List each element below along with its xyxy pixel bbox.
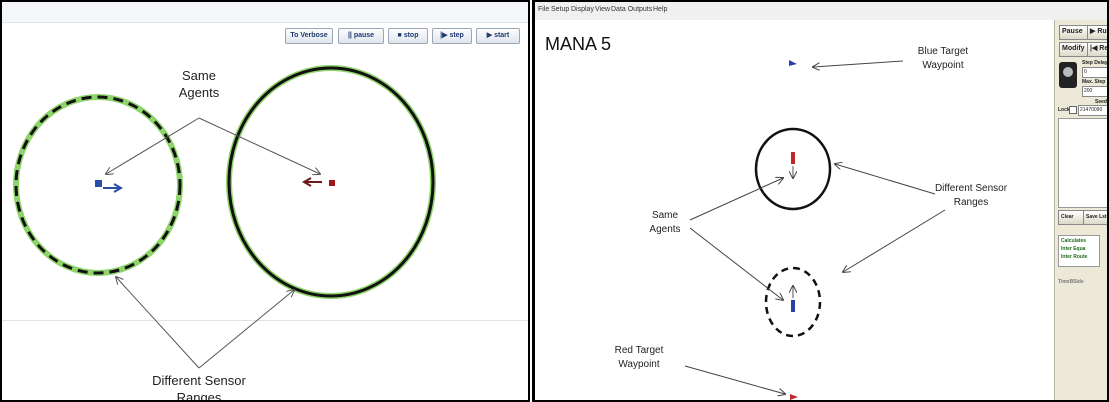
sensor-ranges-label-line1: Different Sensor — [152, 373, 246, 388]
dashed-sensor-range — [14, 95, 182, 275]
solid-sensor-range — [754, 127, 832, 211]
table-header: TimeBSide — [1058, 279, 1084, 285]
dashed-sensor-range — [764, 266, 822, 338]
red-agent-icon — [791, 152, 795, 164]
arrow-to-solid-range — [198, 290, 294, 369]
menu-help[interactable]: Help — [653, 6, 668, 13]
modify-button[interactable]: Modify — [1059, 42, 1089, 57]
right-canvas: Blue Target Waypoint Same Agents Differe… — [615, 46, 1008, 400]
control-panel: Pause ▶ Run Modify |◀ Reset Step Delay 0… — [1054, 20, 1108, 400]
save-list-button[interactable]: Save Lst — [1083, 210, 1107, 225]
arrow-to-red-agent — [198, 117, 320, 174]
menu-display[interactable]: Display — [571, 6, 594, 13]
step-button[interactable]: |▶ step — [432, 28, 472, 44]
blue-target-label-line2: Waypoint — [922, 60, 964, 71]
start-button[interactable]: ▶ start — [476, 28, 520, 44]
sensor-ranges-label-line2: Ranges — [177, 390, 222, 402]
same-agents-label-line1: Same — [652, 210, 679, 221]
menu-file[interactable]: File — [538, 6, 550, 13]
sensor-ranges-label-line2: Ranges — [954, 197, 988, 208]
arrow-to-dashed-range — [116, 277, 200, 369]
blue-target-waypoint-icon — [789, 60, 797, 66]
red-target-label-line1: Red Target — [615, 345, 664, 356]
option-inter-equa[interactable]: Inter Equa — [1061, 246, 1086, 252]
arrow-to-solid-range — [835, 164, 936, 195]
verbose-button[interactable]: To Verbose — [285, 28, 333, 44]
lock-label: Lock — [1058, 107, 1070, 113]
menu-bar: File Setup Display View Data Outputs Hel… — [535, 2, 1107, 20]
menu-setup[interactable]: Setup — [551, 6, 570, 13]
arrow-to-red-agent — [689, 178, 783, 221]
menu-view[interactable]: View — [595, 6, 611, 13]
arrow-to-blue-target — [813, 60, 904, 67]
pause-button[interactable]: || pause — [338, 28, 384, 44]
step-delay-label: Step Delay — [1082, 60, 1108, 66]
option-calculates[interactable]: Calculates — [1061, 238, 1087, 244]
clear-button[interactable]: Clear — [1058, 210, 1086, 225]
right-mana-view: File Setup Display View Data Outputs Hel… — [532, 0, 1109, 402]
blue-target-label-line1: Blue Target — [918, 46, 969, 57]
pause-button[interactable]: Pause — [1059, 25, 1089, 40]
arrow-to-blue-agent — [689, 227, 783, 300]
arrow-to-dashed-range — [843, 209, 946, 272]
blue-agent-icon — [95, 180, 124, 193]
lock-checkbox[interactable] — [1069, 106, 1077, 114]
max-steps-label: Max. Step — [1082, 79, 1106, 85]
same-agents-label-line1: Same — [182, 68, 216, 83]
top-band — [2, 2, 528, 23]
reset-button[interactable]: |◀ Reset — [1087, 42, 1107, 57]
step-delay-input[interactable]: 0 — [1082, 67, 1107, 78]
red-target-waypoint-icon — [790, 394, 798, 400]
left-canvas: Same Agents Different Sensor Ranges — [13, 65, 436, 402]
left-simulation-view: To Verbose || pause ■ stop |▶ step ▶ sta… — [0, 0, 530, 402]
solid-sensor-range — [227, 66, 435, 298]
option-inter-route[interactable]: Inter Route — [1061, 254, 1088, 260]
run-button[interactable]: ▶ Run — [1087, 25, 1107, 40]
agent-avatar — [1059, 62, 1077, 88]
blue-agent-icon — [791, 300, 795, 312]
same-agents-label-line2: Agents — [179, 85, 220, 100]
red-agent-icon — [301, 177, 335, 187]
output-list[interactable] — [1058, 118, 1107, 208]
max-steps-input[interactable]: 200 — [1082, 86, 1107, 97]
options-list[interactable]: Calculates Inter Equa Inter Route — [1058, 235, 1100, 267]
app-title: MANA 5 — [545, 34, 612, 54]
arrow-to-blue-agent — [106, 117, 200, 174]
seed-input[interactable]: 21470090 — [1078, 105, 1107, 116]
stop-button[interactable]: ■ stop — [388, 28, 428, 44]
red-target-label-line2: Waypoint — [618, 359, 660, 370]
arrow-to-red-target — [684, 365, 785, 394]
sensor-ranges-label-line1: Different Sensor — [935, 183, 1008, 194]
canvas-divider — [2, 320, 528, 321]
same-agents-label-line2: Agents — [649, 224, 680, 235]
seed-label: Seed — [1095, 99, 1107, 105]
menu-data-outputs[interactable]: Data Outputs — [611, 6, 653, 13]
